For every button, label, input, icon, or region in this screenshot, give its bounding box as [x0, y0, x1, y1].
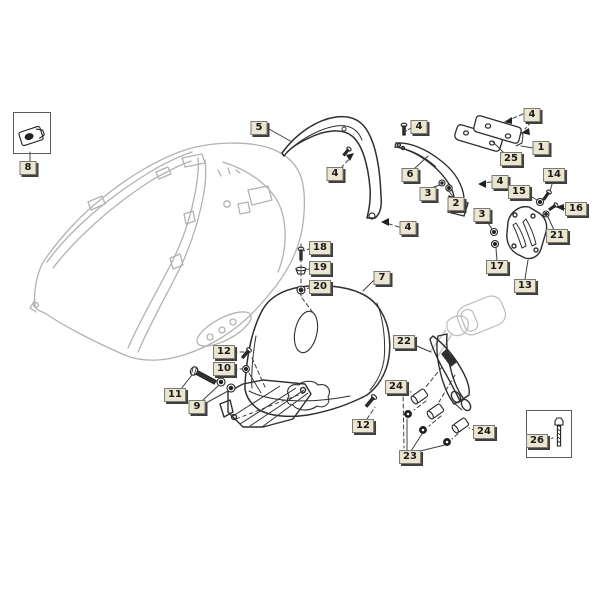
- nut-icon: [242, 365, 250, 373]
- part-label-16[interactable]: 16: [565, 202, 587, 216]
- part-label-2[interactable]: 2: [447, 197, 465, 211]
- nut-icon: [404, 410, 412, 418]
- part-label-4[interactable]: 4: [523, 108, 541, 122]
- washer-icon: [438, 179, 446, 187]
- spacer-icon: [451, 417, 470, 434]
- clip-icon: [18, 125, 45, 147]
- part-label-12[interactable]: 12: [213, 345, 235, 359]
- nut-icon: [443, 438, 451, 446]
- part-label-9[interactable]: 9: [188, 400, 206, 414]
- screw-icon: [364, 394, 378, 408]
- screw-icon: [548, 202, 559, 212]
- leader-arrowheads: [346, 117, 564, 226]
- part-label-24[interactable]: 24: [473, 425, 495, 439]
- part-label-1[interactable]: 1: [532, 141, 550, 155]
- part-label-10[interactable]: 10: [213, 362, 235, 376]
- part-label-5[interactable]: 5: [250, 121, 268, 135]
- inset-box-clip: [13, 112, 51, 154]
- nut-icon: [419, 426, 427, 434]
- reflector-plate-part: [473, 115, 524, 147]
- nut-icon: [535, 197, 545, 207]
- part-label-3[interactable]: 3: [419, 187, 437, 201]
- part-label-20[interactable]: 20: [309, 280, 331, 294]
- scooter-body-panel: [29, 142, 306, 361]
- screw-icon: [400, 122, 408, 136]
- washer-icon: [295, 266, 307, 275]
- backrest-plate-part: [506, 205, 548, 260]
- part-label-21[interactable]: 21: [546, 229, 568, 243]
- nut-icon: [489, 227, 499, 237]
- spacer-icon: [410, 388, 429, 405]
- part-label-13[interactable]: 13: [514, 279, 536, 293]
- bolt-icon: [189, 366, 217, 385]
- part-label-14[interactable]: 14: [543, 168, 565, 182]
- part-label-22[interactable]: 22: [393, 335, 415, 349]
- nut-icon: [542, 210, 550, 218]
- part-label-24[interactable]: 24: [385, 380, 407, 394]
- nut-icon: [445, 184, 453, 192]
- part-label-11[interactable]: 11: [164, 388, 186, 402]
- part-label-25[interactable]: 25: [500, 152, 522, 166]
- screw-icon: [342, 146, 352, 157]
- part-label-19[interactable]: 19: [309, 261, 331, 275]
- part-label-17[interactable]: 17: [486, 260, 508, 274]
- part-label-12[interactable]: 12: [352, 419, 374, 433]
- washer-icon: [226, 383, 236, 393]
- spoiler-arch-part: [281, 115, 382, 220]
- part-label-18[interactable]: 18: [309, 241, 331, 255]
- part-label-23[interactable]: 23: [399, 450, 421, 464]
- screw-icon: [240, 347, 252, 360]
- washer-icon: [216, 377, 226, 387]
- cowl-base-bracket-part: [219, 379, 312, 428]
- part-label-15[interactable]: 15: [508, 185, 530, 199]
- rear-cowl-part: [244, 284, 391, 418]
- part-label-4[interactable]: 4: [410, 120, 428, 134]
- part-label-3[interactable]: 3: [473, 208, 491, 222]
- part-label-4[interactable]: 4: [399, 221, 417, 235]
- hardware-icons: [18, 122, 564, 447]
- part-label-6[interactable]: 6: [401, 168, 419, 182]
- screw-icon: [554, 417, 564, 447]
- part-label-8[interactable]: 8: [19, 161, 37, 175]
- part-label-26[interactable]: 26: [526, 434, 548, 448]
- part-label-4[interactable]: 4: [326, 167, 344, 181]
- part-label-4[interactable]: 4: [491, 175, 509, 189]
- spacer-icon: [426, 403, 445, 420]
- part-label-7[interactable]: 7: [373, 271, 391, 285]
- nut-icon: [490, 239, 500, 249]
- taillight-ghost: [429, 295, 507, 357]
- support-bracket-part: [429, 333, 472, 412]
